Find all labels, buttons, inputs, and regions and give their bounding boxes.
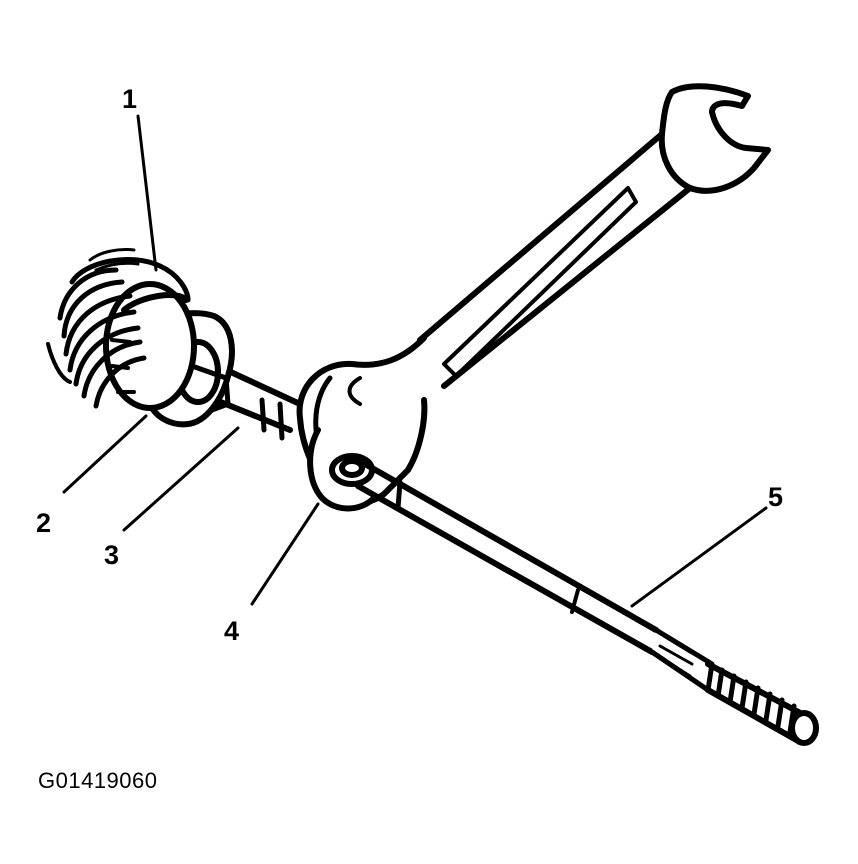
leader-lines <box>62 114 768 608</box>
leader-line-1 <box>136 114 158 272</box>
callout-1: 1 <box>122 84 138 114</box>
leader-line-5 <box>630 506 768 608</box>
leader-line-3 <box>122 426 240 532</box>
leader-line-2 <box>62 414 148 494</box>
leader-line-4 <box>250 502 320 606</box>
callout-2: 2 <box>36 508 52 538</box>
figure-id: G01419060 <box>38 768 158 793</box>
callout-3: 3 <box>104 540 120 570</box>
wrench <box>296 83 771 506</box>
callout-5: 5 <box>768 482 784 512</box>
threaded-rod <box>355 457 819 746</box>
callout-4: 4 <box>224 616 240 646</box>
